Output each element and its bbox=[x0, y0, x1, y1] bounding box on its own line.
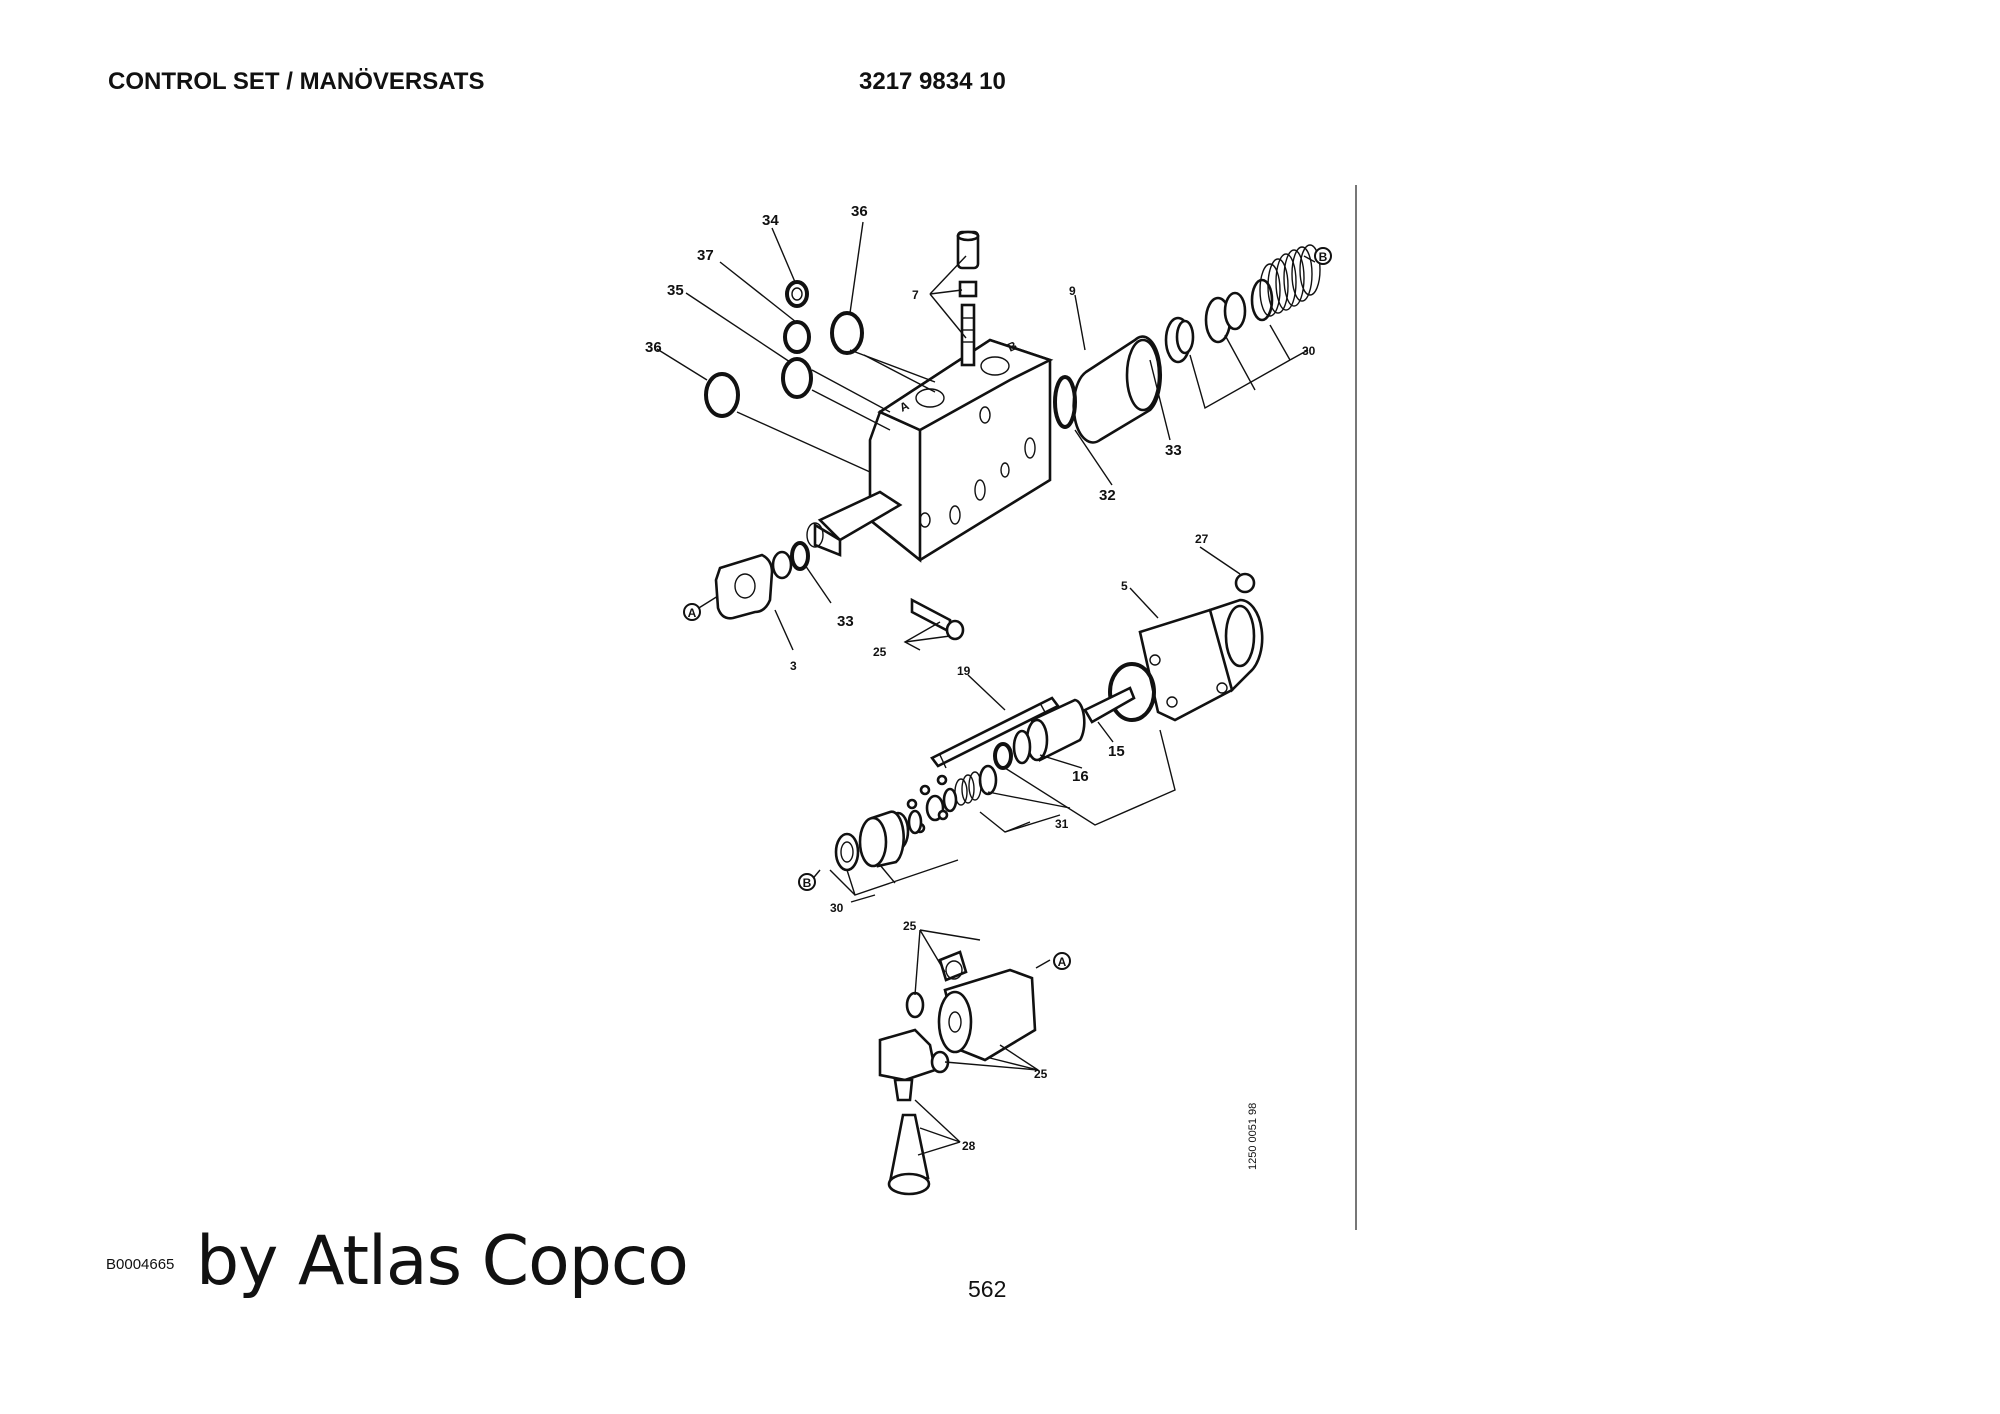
svg-text:A: A bbox=[1058, 955, 1067, 969]
leader-lines-bottom bbox=[914, 929, 1051, 1156]
callout-25b: 25 bbox=[903, 919, 917, 933]
callout-30: 30 bbox=[1302, 344, 1316, 358]
ref-marker-a-lever: A bbox=[1053, 952, 1071, 970]
tie-rod bbox=[930, 696, 1060, 769]
svg-text:B: B bbox=[1319, 250, 1328, 264]
ref-marker-b-top: B bbox=[1314, 247, 1332, 265]
svg-text:B: B bbox=[803, 876, 812, 890]
margin-line bbox=[1355, 185, 1357, 1230]
callout-32: 32 bbox=[1099, 487, 1116, 504]
lever-assembly bbox=[878, 950, 1037, 1196]
callout-36: 36 bbox=[851, 203, 868, 220]
leader-lines-middle bbox=[809, 546, 1241, 903]
callout-34: 34 bbox=[762, 212, 779, 229]
spool-stack bbox=[834, 686, 1136, 872]
svg-text:A: A bbox=[688, 606, 697, 620]
callout-15: 15 bbox=[1108, 743, 1125, 760]
callout-35: 35 bbox=[667, 282, 684, 299]
o-rings-top bbox=[704, 280, 864, 418]
callout-31: 31 bbox=[1055, 817, 1069, 831]
callout-30b: 30 bbox=[830, 901, 844, 915]
leader-lines-top bbox=[656, 221, 1316, 651]
page-number: 562 bbox=[968, 1276, 1007, 1302]
brand-text: by Atlas Copco bbox=[196, 1222, 689, 1301]
callout-5: 5 bbox=[1121, 579, 1128, 593]
spring bbox=[1259, 244, 1321, 317]
callout-9: 9 bbox=[1069, 284, 1076, 298]
flange-plate bbox=[714, 541, 810, 620]
part-number: 3217 9834 10 bbox=[859, 68, 1006, 95]
housing bbox=[1108, 572, 1264, 722]
callout-16: 16 bbox=[1072, 768, 1089, 785]
spool-spring bbox=[954, 771, 982, 806]
document-title: CONTROL SET / MANÖVERSATS bbox=[108, 68, 485, 95]
valve-body: A B bbox=[806, 338, 1054, 563]
callout-36b: 36 bbox=[645, 339, 662, 356]
callout-25c: 25 bbox=[1034, 1067, 1048, 1081]
callout-3: 3 bbox=[790, 659, 797, 673]
callout-33: 33 bbox=[1165, 442, 1182, 459]
callout-37: 37 bbox=[697, 247, 714, 264]
callout-33b: 33 bbox=[837, 613, 854, 630]
document-code: B0004665 bbox=[106, 1256, 175, 1273]
spring-cap-assembly bbox=[1053, 244, 1321, 444]
callout-25: 25 bbox=[873, 645, 887, 659]
callout-7: 7 bbox=[912, 288, 919, 302]
ref-marker-b-middle: B bbox=[798, 873, 816, 891]
adapter-fitting bbox=[956, 230, 980, 367]
screw bbox=[910, 597, 965, 641]
callout-19: 19 bbox=[957, 664, 971, 678]
ref-marker-a-flange: A bbox=[683, 603, 701, 621]
callout-28: 28 bbox=[962, 1139, 976, 1153]
callout-27: 27 bbox=[1195, 532, 1209, 546]
